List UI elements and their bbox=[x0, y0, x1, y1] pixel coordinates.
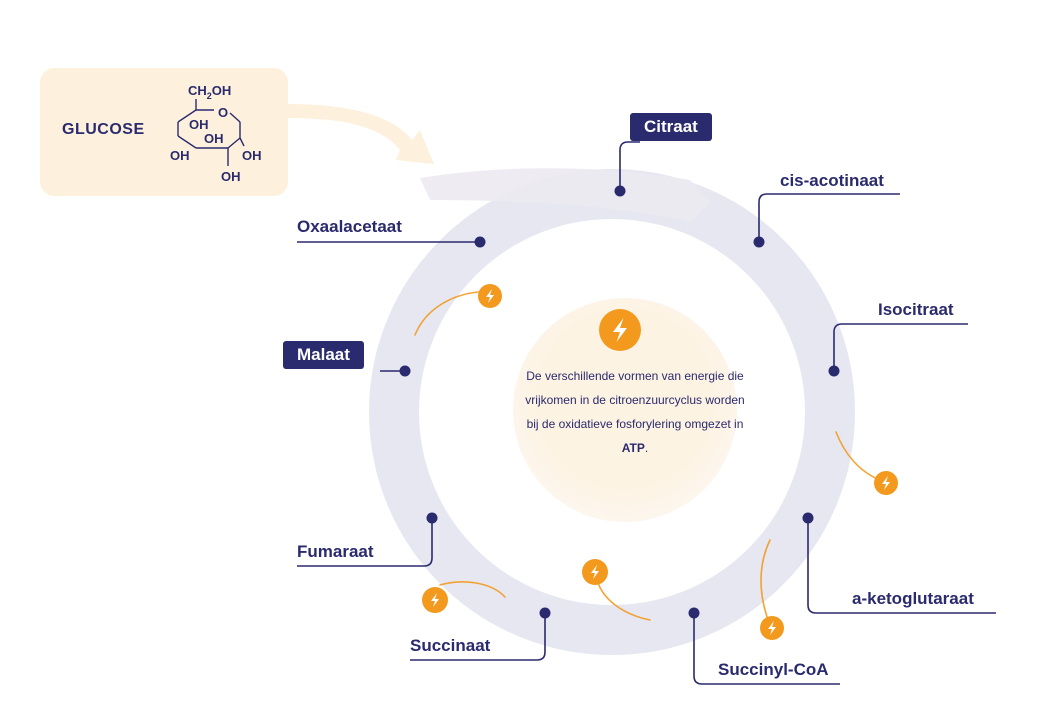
dot-cis-acotinaat bbox=[753, 236, 765, 248]
label-isocitraat: Isocitraat bbox=[878, 300, 954, 319]
svg-text:OH: OH bbox=[170, 148, 190, 163]
ring-arrow-head bbox=[420, 168, 710, 222]
label-cis-acotinaat: cis-acotinaat bbox=[780, 171, 884, 190]
label-succinaat: Succinaat bbox=[410, 636, 491, 655]
dot-fumaraat bbox=[426, 512, 438, 524]
lightning-icon bbox=[478, 284, 502, 308]
svg-text:OH: OH bbox=[242, 148, 262, 163]
energy-icons bbox=[422, 284, 898, 640]
center-description: De verschillende vormen van energie die … bbox=[525, 369, 745, 455]
glucose-panel bbox=[40, 68, 288, 196]
svg-text:OH: OH bbox=[204, 131, 224, 146]
dot-a-ketoglutaraat bbox=[802, 512, 814, 524]
dot-isocitraat bbox=[828, 365, 840, 377]
lightning-icon bbox=[874, 471, 898, 495]
lightning-icon bbox=[760, 616, 784, 640]
dot-oxaalacetaat bbox=[474, 236, 486, 248]
dot-malaat bbox=[399, 365, 411, 377]
dot-succinaat bbox=[539, 607, 551, 619]
dot-succinyl-coa bbox=[688, 607, 700, 619]
dot-citraat bbox=[614, 185, 626, 197]
connectors bbox=[297, 141, 996, 685]
lightning-icon bbox=[582, 559, 608, 585]
label-succinyl-coa: Succinyl-CoA bbox=[718, 660, 829, 679]
svg-text:CH2OH: CH2OH bbox=[188, 83, 231, 101]
glucose-structure-overlay: CH2OH O OH OH OH OH OH bbox=[170, 83, 262, 184]
glucose-arrow bbox=[286, 104, 434, 164]
step-dots bbox=[399, 185, 840, 619]
svg-text:OH: OH bbox=[221, 169, 241, 184]
glucose-label: GLUCOSE bbox=[62, 121, 145, 138]
label-citraat: Citraat bbox=[630, 113, 712, 141]
label-fumaraat: Fumaraat bbox=[297, 542, 374, 561]
svg-text:O: O bbox=[218, 105, 228, 120]
center-lightning-icon bbox=[599, 309, 641, 351]
lightning-icon bbox=[422, 587, 448, 613]
center-disc bbox=[513, 298, 737, 522]
svg-text:OH: OH bbox=[189, 117, 209, 132]
label-a-ketoglutaraat: a-ketoglutaraat bbox=[852, 589, 974, 608]
label-oxaalacetaat: Oxaalacetaat bbox=[297, 217, 402, 236]
label-malaat: Malaat bbox=[283, 341, 364, 369]
